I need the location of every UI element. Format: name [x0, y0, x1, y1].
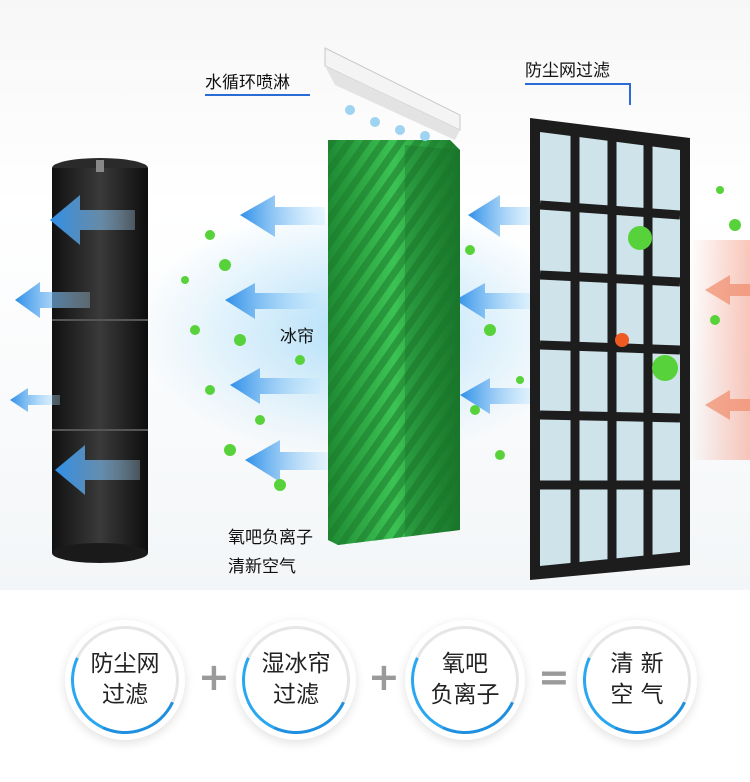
- formula-item-line1: 防尘网: [90, 651, 160, 677]
- formula-dust-filter: 防尘网 过滤: [55, 610, 195, 750]
- formula-item-line2: 负离子: [430, 682, 500, 708]
- label-water-spray: 水循环喷淋: [205, 73, 290, 93]
- formula-item-line2: 过滤: [273, 682, 319, 708]
- callout-line-dust-filter-v: [629, 83, 631, 105]
- equals-sign: =: [538, 655, 570, 699]
- label-ions-line1: 氧吧负离子: [228, 528, 313, 548]
- label-ions-line2: 清新空气: [228, 557, 296, 577]
- label-ice-curtain: 冰帘: [280, 327, 314, 347]
- illustration-graphics: [10, 47, 750, 580]
- plus-sign-1: +: [198, 655, 230, 699]
- negative-ion-particles: [181, 186, 741, 491]
- plus-sign-2: +: [368, 655, 400, 699]
- dust-filter-frame: [530, 118, 690, 580]
- airflow-arrows: [10, 195, 540, 495]
- callout-line-water-spray: [205, 94, 310, 96]
- formula-fresh-air: 清 新 空 气: [567, 610, 707, 750]
- formula-negative-ions: 氧吧 负离子: [395, 610, 535, 750]
- warm-air-glow: [690, 240, 750, 460]
- formula-item-line2: 过滤: [102, 682, 148, 708]
- formula-item-line2: 空 气: [610, 682, 664, 708]
- formula-item-line1: 清 新: [610, 651, 664, 677]
- warm-air-arrows: [705, 275, 750, 420]
- product-illustration: 水循环喷淋 防尘网过滤 冰帘 氧吧负离子 清新空气: [0, 0, 750, 590]
- formula-item-line1: 湿冰帘: [261, 651, 331, 677]
- label-dust-filter: 防尘网过滤: [525, 61, 610, 81]
- formula-row: 防尘网 过滤 + 湿冰帘 过滤 + 氧吧 负离子 = 清 新 空 气: [0, 590, 750, 782]
- callout-line-dust-filter-h: [525, 83, 630, 85]
- formula-item-line1: 氧吧: [442, 651, 488, 677]
- dust-particle: [615, 333, 629, 347]
- ice-curtain-pad: [328, 140, 460, 545]
- spray-pipe: [324, 47, 461, 141]
- formula-wet-curtain: 湿冰帘 过滤: [226, 610, 366, 750]
